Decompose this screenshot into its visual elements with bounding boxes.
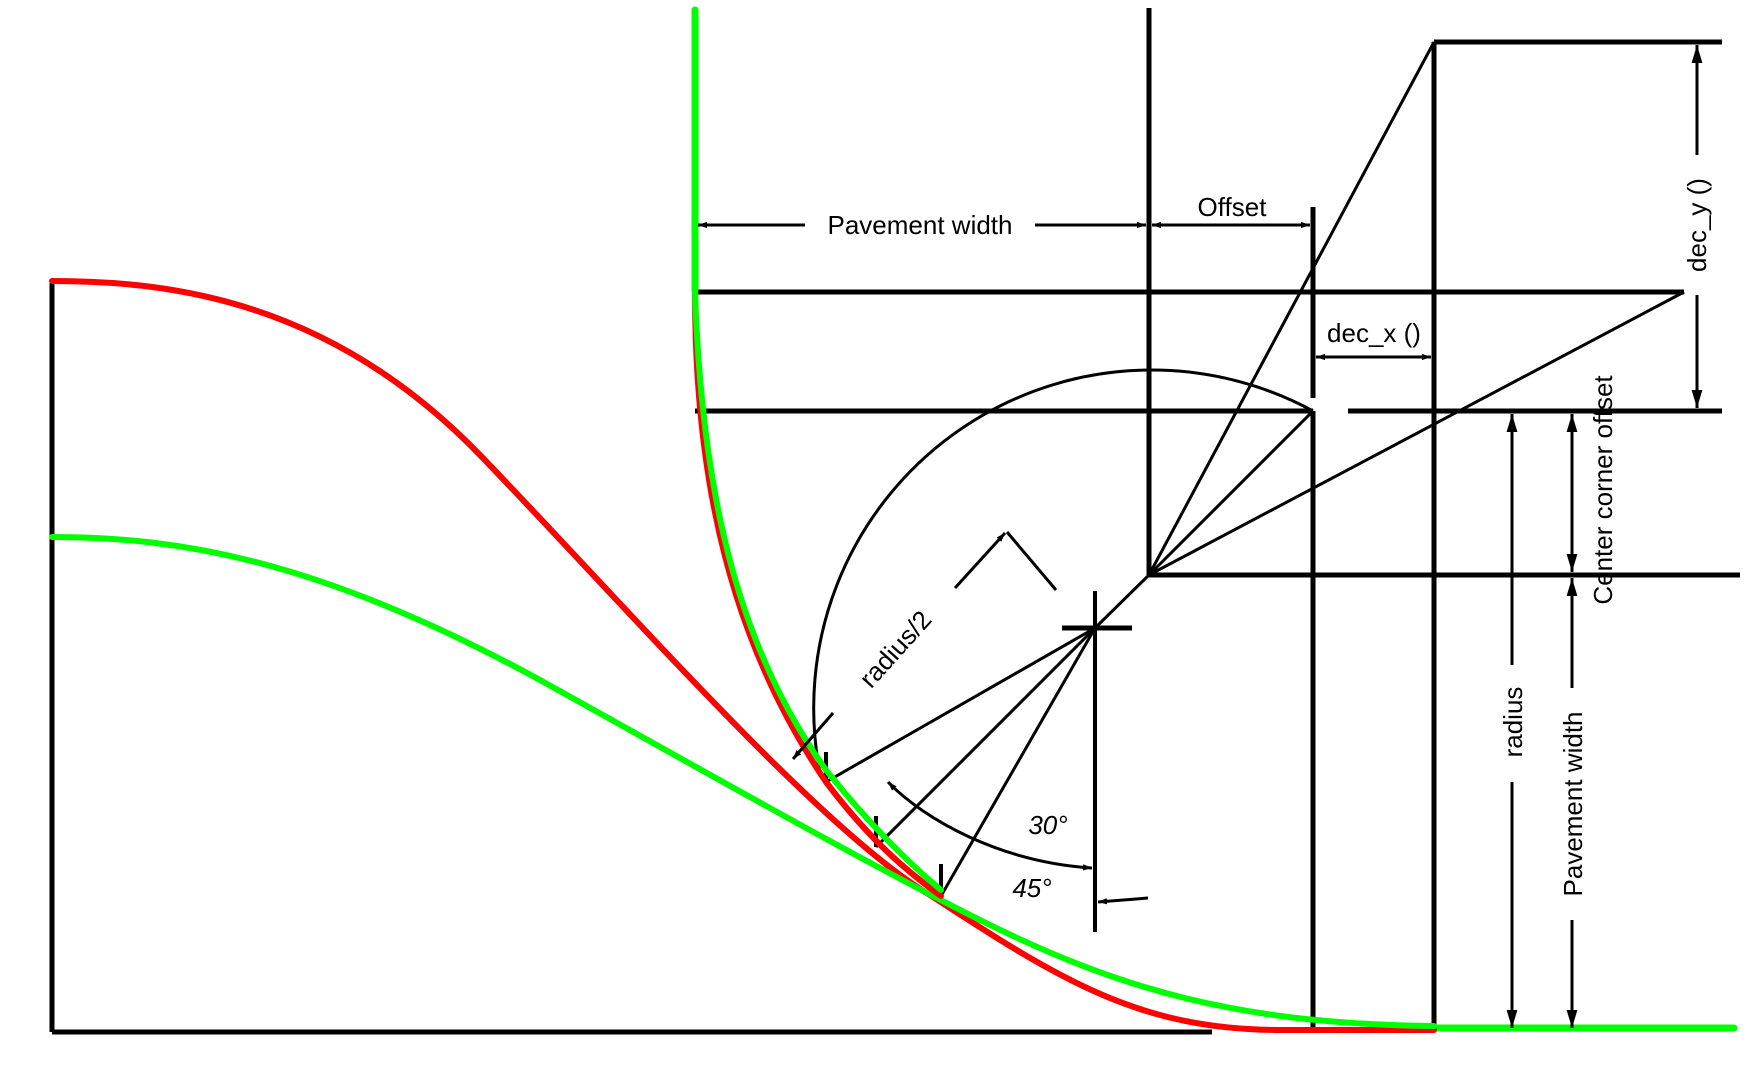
- radius-half-ext-line: [1005, 531, 1058, 591]
- curves: [49, 6, 1738, 1033]
- center-corner-offset-label: Center corner offset: [1588, 375, 1618, 605]
- angle-30-label: 30°: [1028, 810, 1067, 840]
- radius-half-dim-upper: [953, 531, 1007, 590]
- angle-45-arrow: [1097, 896, 1149, 905]
- construction-arc: [812, 368, 1314, 774]
- radius-half-dim-lower: [791, 712, 835, 760]
- construction-lines: [825, 41, 1685, 897]
- center-cross: [1062, 591, 1132, 932]
- dec-x-label: dec_x (): [1327, 318, 1421, 348]
- diagonal-line-c: [1147, 409, 1315, 577]
- radius-label: radius: [1498, 687, 1528, 758]
- structure-lines: [49, 8, 1740, 1035]
- dec-y-label: dec_y (): [1682, 178, 1712, 272]
- ray-60-line: [825, 626, 1096, 784]
- green-outer-transition-curve: [49, 534, 1437, 1029]
- dimensions: [698, 45, 1703, 1028]
- diagonal-line-a: [1147, 41, 1436, 576]
- labels: Pavement width Offset dec_x () dec_y () …: [828, 178, 1712, 903]
- ray-ticks: [693, 192, 1555, 1030]
- pavement-width-label: Pavement width: [828, 210, 1013, 240]
- angle-arc-30: [886, 780, 1093, 871]
- radius-half-label: radius/2: [853, 605, 937, 694]
- pavement-width-vertical-label: Pavement width: [1558, 712, 1588, 897]
- offset-label: Offset: [1198, 192, 1268, 222]
- red-outer-transition-curve: [49, 278, 1437, 1033]
- diagonal-line-d: [1093, 573, 1151, 630]
- angle-45-label: 45°: [1012, 873, 1051, 903]
- diagonal-line-b: [1148, 290, 1685, 577]
